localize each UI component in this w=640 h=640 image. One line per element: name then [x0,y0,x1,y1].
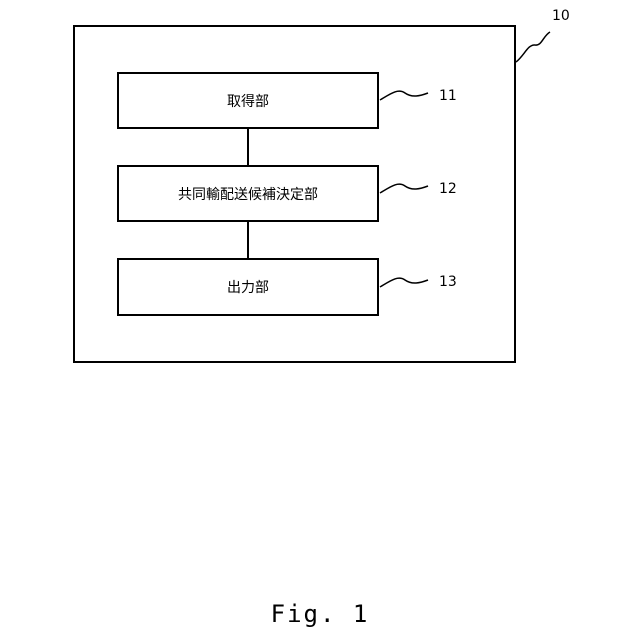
leader-line-10 [516,32,550,62]
figure-caption: Fig. 1 [0,600,640,628]
output-unit-label: 出力部 [227,277,269,297]
joint-delivery-candidate-unit-block: 共同輸配送候補決定部 [117,165,379,222]
acquisition-unit-label: 取得部 [227,91,269,111]
reference-numeral-10: 10 [552,8,570,24]
reference-numeral-12: 12 [439,181,457,197]
reference-numeral-11: 11 [439,88,457,104]
joint-delivery-candidate-unit-label: 共同輸配送候補決定部 [178,184,318,204]
reference-numeral-13: 13 [439,274,457,290]
acquisition-unit-block: 取得部 [117,72,379,129]
output-unit-block: 出力部 [117,258,379,316]
